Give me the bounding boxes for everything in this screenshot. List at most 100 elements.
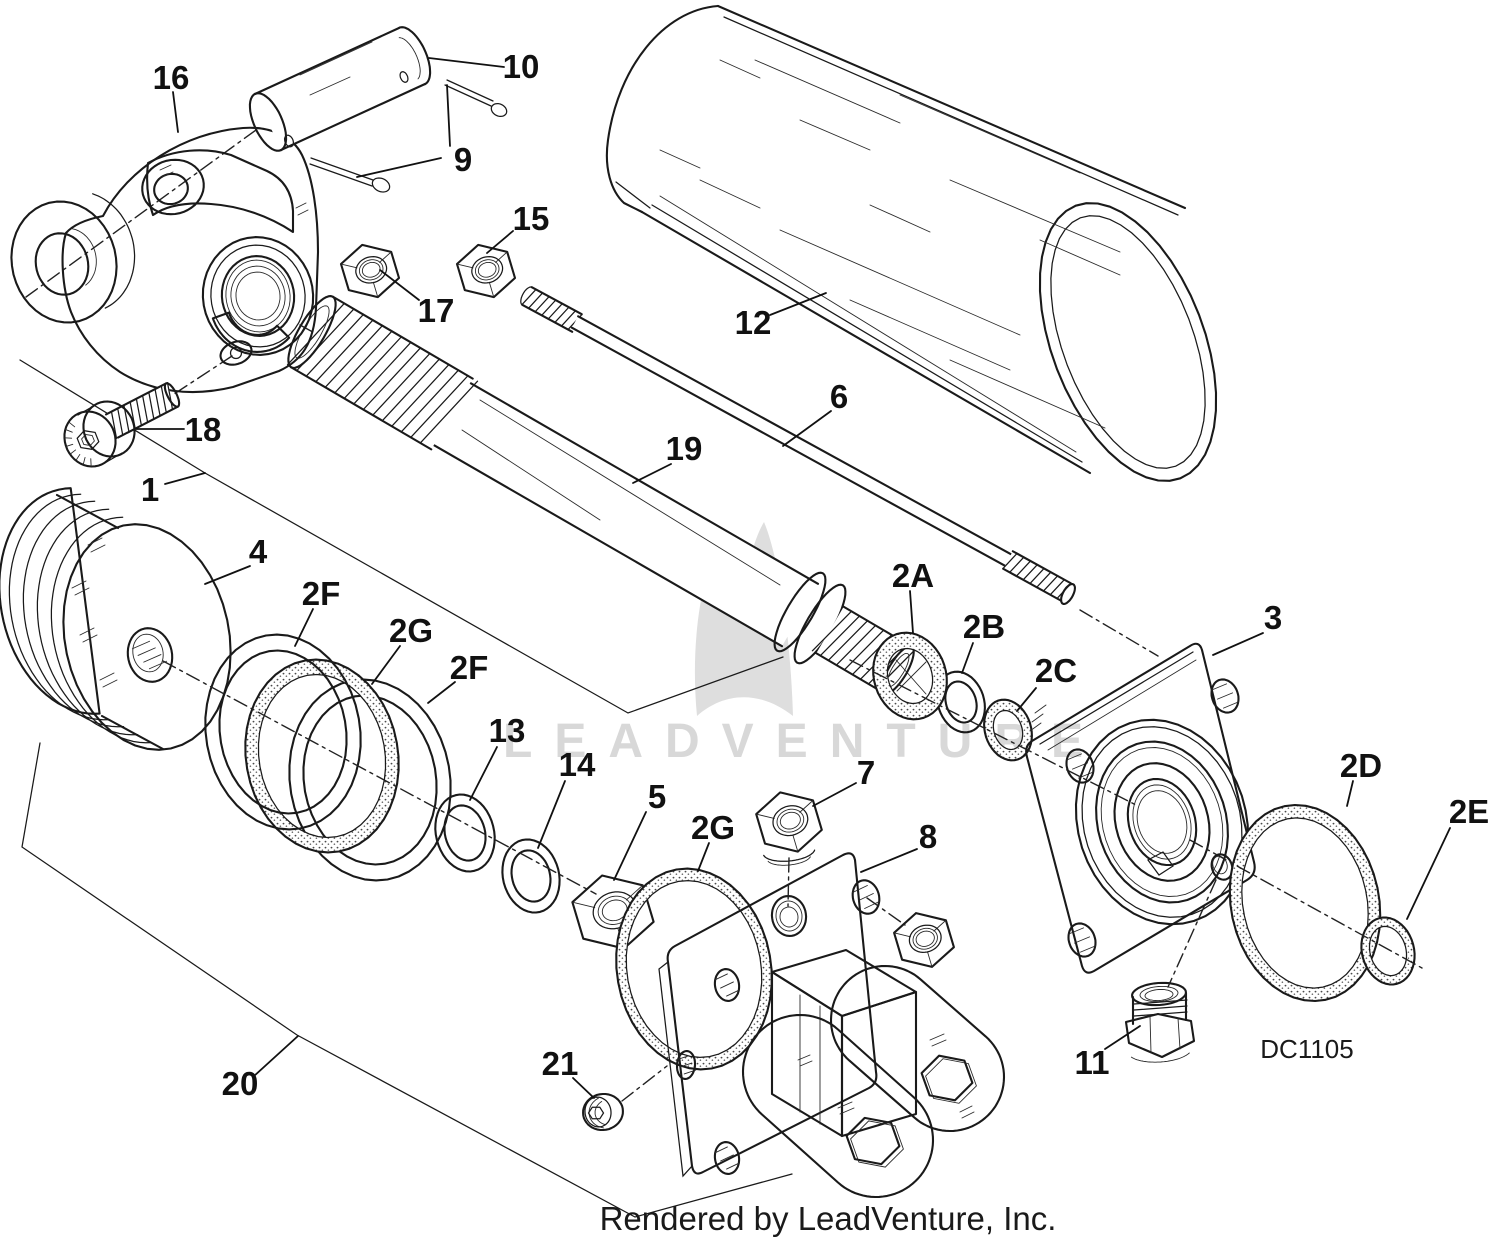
callout-leader-13 — [469, 746, 498, 801]
callout-label-17[interactable]: 17 — [418, 292, 455, 329]
callout-label-13[interactable]: 13 — [489, 712, 526, 749]
callout-leader-5 — [613, 811, 647, 881]
callout-8: 8 — [860, 818, 937, 873]
callout-2G-piston: 2G — [371, 612, 433, 685]
part-ring-2F-outer — [204, 633, 362, 831]
part-gasket-2G-head — [615, 867, 773, 1071]
callout-label-12[interactable]: 12 — [735, 304, 772, 341]
callout-label-2C[interactable]: 2C — [1035, 652, 1077, 689]
callout-label-6[interactable]: 6 — [830, 378, 848, 415]
callout-leader-20 — [252, 1035, 299, 1078]
callout-leader-2F-inner — [427, 681, 456, 704]
callout-16: 16 — [153, 59, 190, 133]
part-piston-rod-19 — [286, 295, 917, 695]
part-socket-screw-18 — [63, 382, 181, 468]
part-tie-rod-nut — [893, 912, 955, 968]
part-clevis-pin-10 — [248, 26, 432, 152]
parts-linework — [0, 4, 1416, 1199]
callout-6: 6 — [782, 378, 848, 447]
callout-9: 9 — [356, 84, 472, 178]
diagram-code: DC1105 — [1260, 1034, 1353, 1064]
callout-leader-16 — [172, 91, 179, 133]
part-ring-2F-inner — [288, 678, 452, 882]
part-nut-17 — [339, 243, 401, 299]
callout-leader-9 — [356, 157, 442, 178]
callout-3: 3 — [1212, 599, 1282, 656]
callout-2F-inner: 2F — [427, 649, 489, 704]
callout-label-2D[interactable]: 2D — [1340, 747, 1382, 784]
callout-label-20[interactable]: 20 — [222, 1065, 259, 1102]
callout-20: 20 — [222, 1035, 299, 1102]
callout-leader-3 — [1212, 632, 1264, 656]
callout-label-4[interactable]: 4 — [249, 533, 268, 570]
footer-credit: Rendered by LeadVenture, Inc. — [600, 1200, 1057, 1237]
callout-label-3[interactable]: 3 — [1264, 599, 1282, 636]
callout-19: 19 — [632, 430, 703, 484]
part-plug-11 — [1124, 981, 1196, 1063]
callout-label-21[interactable]: 21 — [542, 1045, 579, 1082]
callout-leader-12 — [769, 292, 827, 316]
part-rod-clevis-16 — [10, 126, 320, 394]
callout-label-2G-head[interactable]: 2G — [691, 809, 735, 846]
callout-2A: 2A — [892, 557, 934, 634]
callout-leader-9 — [446, 84, 451, 147]
callout-leader-2E — [1406, 827, 1451, 920]
callout-leader-2C — [1016, 687, 1037, 712]
callout-label-10[interactable]: 10 — [503, 48, 540, 85]
callout-label-2E[interactable]: 2E — [1449, 793, 1489, 830]
callout-2C: 2C — [1016, 652, 1077, 712]
callout-18: 18 — [135, 411, 222, 448]
callout-leader-21 — [572, 1077, 595, 1099]
callout-label-19[interactable]: 19 — [666, 430, 703, 467]
callout-label-18[interactable]: 18 — [185, 411, 222, 448]
callout-12: 12 — [735, 292, 827, 341]
callout-label-2F-inner[interactable]: 2F — [450, 649, 489, 686]
part-ring-2G-piston — [244, 658, 400, 854]
callout-leader-14 — [537, 780, 566, 849]
callout-label-2B[interactable]: 2B — [963, 608, 1005, 645]
callout-2D: 2D — [1340, 747, 1382, 807]
part-seal-2B — [936, 670, 986, 734]
callout-label-8[interactable]: 8 — [919, 818, 937, 855]
callout-leader-11 — [1104, 1025, 1141, 1050]
part-seal-2A — [872, 631, 948, 721]
callout-leader-6 — [782, 410, 832, 447]
callout-2B: 2B — [961, 608, 1005, 674]
callout-leader-2G-piston — [371, 645, 401, 685]
callout-2G-head: 2G — [691, 809, 735, 872]
part-nut-15 — [455, 243, 517, 299]
callout-label-7[interactable]: 7 — [857, 754, 875, 791]
callout-5: 5 — [613, 778, 666, 881]
callout-label-16[interactable]: 16 — [153, 59, 190, 96]
callout-13: 13 — [469, 712, 526, 801]
part-nut-5 — [571, 874, 655, 950]
callout-leader-1 — [164, 472, 206, 485]
part-washer-14 — [501, 838, 561, 914]
callout-leader-19 — [632, 463, 672, 484]
part-washer-13 — [434, 793, 496, 873]
callout-2E: 2E — [1406, 793, 1489, 920]
callout-label-2A[interactable]: 2A — [892, 557, 934, 594]
callout-leader-10 — [428, 57, 505, 68]
callout-label-11[interactable]: 11 — [1075, 1044, 1110, 1081]
callout-14: 14 — [537, 746, 596, 849]
callout-21: 21 — [542, 1045, 595, 1099]
callout-leader-8 — [860, 848, 918, 873]
part-piston-4 — [0, 487, 232, 751]
part-port-nut-7 — [755, 791, 823, 853]
callout-leader-2B — [961, 642, 974, 674]
callout-leader-2A — [909, 590, 914, 634]
callout-17: 17 — [379, 269, 455, 329]
callout-label-1[interactable]: 1 — [141, 471, 159, 508]
callout-leader-2D — [1346, 780, 1354, 807]
callout-label-2F-outer[interactable]: 2F — [302, 575, 341, 612]
callout-label-2G-piston[interactable]: 2G — [389, 612, 433, 649]
callout-label-9[interactable]: 9 — [454, 141, 472, 178]
part-oring-2D — [1228, 803, 1382, 1003]
callout-label-5[interactable]: 5 — [648, 778, 666, 815]
callout-label-15[interactable]: 15 — [513, 200, 550, 237]
callout-label-14[interactable]: 14 — [559, 746, 596, 783]
callout-10: 10 — [428, 48, 540, 85]
